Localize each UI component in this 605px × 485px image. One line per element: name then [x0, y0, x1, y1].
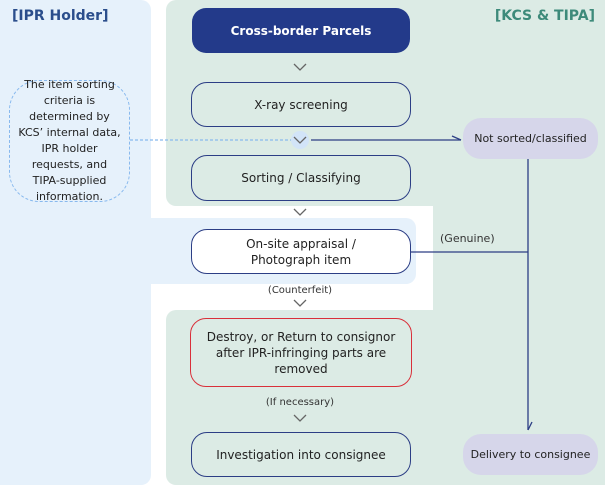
node-label: Not sorted/classified: [474, 131, 587, 145]
node-label: X-ray screening: [254, 97, 348, 112]
node-label: Sorting / Classifying: [241, 171, 361, 185]
node-label: Cross-border Parcels: [230, 23, 372, 38]
node-label: Delivery to consignee: [470, 447, 591, 461]
node-sorting-classifying[interactable]: Sorting / Classifying: [191, 155, 411, 201]
node-label: On-site appraisal / Photograph item: [246, 236, 356, 267]
node-investigation[interactable]: Investigation into consignee: [191, 432, 411, 477]
chevron-1: [293, 63, 307, 71]
node-label: Investigation into consignee: [216, 447, 386, 462]
node-onsite-appraisal[interactable]: On-site appraisal / Photograph item: [191, 229, 411, 274]
node-cross-border-parcels[interactable]: Cross-border Parcels: [192, 8, 410, 53]
arrowhead-not-sorted: [451, 135, 462, 141]
sorting-criteria-note: The item sorting criteria is determined …: [9, 78, 130, 203]
junction-circle: [291, 131, 309, 149]
node-delivery[interactable]: Delivery to consignee: [463, 434, 598, 475]
note-text: The item sorting criteria is determined …: [18, 78, 121, 203]
node-destroy-or-return[interactable]: Destroy, or Return to consignor after IP…: [190, 318, 412, 387]
chevron-2: [293, 136, 307, 144]
kcs-tipa-title: [KCS & TIPA]: [494, 8, 595, 24]
chevron-3: [293, 208, 307, 216]
label-genuine: (Genuine): [440, 232, 495, 245]
arrowhead-delivery: [527, 421, 533, 431]
node-xray-screening[interactable]: X-ray screening: [191, 82, 411, 127]
ipr-holder-title: [IPR Holder]: [12, 8, 109, 24]
chevron-4: [293, 299, 307, 307]
node-label: Destroy, or Return to consignor after IP…: [206, 329, 396, 376]
label-counterfeit: (Counterfeit): [267, 285, 333, 296]
node-not-sorted[interactable]: Not sorted/classified: [463, 118, 598, 159]
chevron-5: [293, 414, 307, 422]
label-if-necessary: (If necessary): [265, 397, 335, 408]
